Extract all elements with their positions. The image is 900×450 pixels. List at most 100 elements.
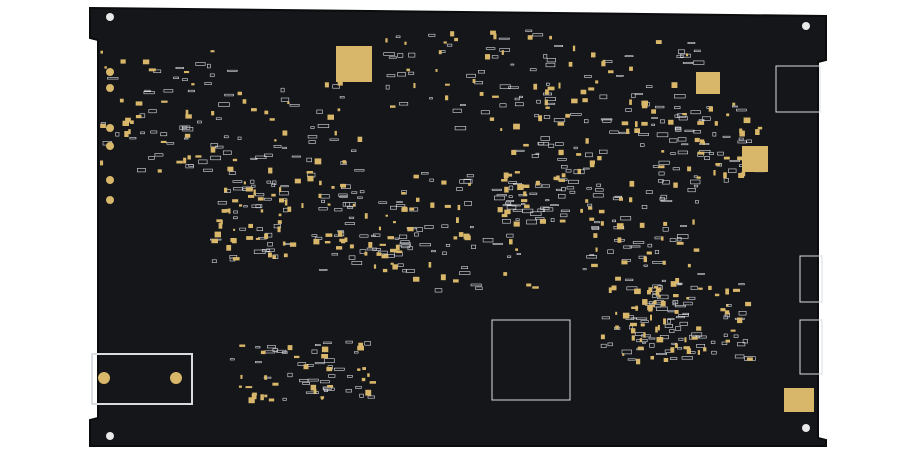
silkscreen-mark — [395, 35, 401, 38]
gold-pad — [660, 300, 666, 307]
gold-pad — [639, 338, 643, 342]
silkscreen-mark — [464, 201, 473, 206]
silkscreen-mark — [647, 243, 653, 248]
gold-pad — [294, 355, 300, 359]
gold-pad — [652, 304, 655, 307]
gold-pad — [732, 102, 736, 106]
silkscreen-mark — [256, 227, 263, 231]
gold-pad — [532, 286, 539, 289]
inductor-2 — [742, 146, 768, 172]
silkscreen-mark — [385, 84, 390, 90]
gold-pad — [697, 151, 705, 155]
gold-pad — [558, 82, 561, 89]
silkscreen-mark — [514, 97, 520, 101]
gold-pad — [631, 306, 639, 309]
gold-pad — [187, 155, 191, 160]
gold-pad — [413, 174, 419, 179]
gold-pad — [283, 253, 288, 258]
silkscreen-mark — [237, 136, 242, 140]
gold-pad — [245, 187, 253, 192]
silkscreen-mark — [693, 49, 701, 52]
silkscreen-mark — [545, 82, 550, 86]
gold-pad — [629, 197, 633, 203]
silkscreen-mark — [255, 204, 263, 209]
gold-pad — [214, 231, 221, 238]
silkscreen-mark — [553, 118, 566, 123]
silkscreen-mark — [207, 63, 211, 69]
silkscreen-mark — [264, 197, 272, 201]
gold-pad — [100, 124, 106, 128]
gold-pad — [585, 199, 589, 203]
corner-pad — [784, 388, 814, 412]
gold-pad — [501, 213, 508, 218]
silkscreen-mark — [223, 135, 229, 139]
connector-pin — [106, 176, 114, 184]
silkscreen-mark — [667, 318, 675, 320]
silkscreen-mark — [215, 117, 222, 120]
gold-pad — [479, 92, 484, 96]
silkscreen-mark — [669, 329, 675, 333]
silkscreen-mark — [475, 286, 483, 290]
gold-pad — [576, 153, 582, 156]
silkscreen-mark — [541, 184, 550, 188]
silkscreen-mark — [419, 243, 431, 247]
silkscreen-mark — [209, 73, 215, 77]
gold-pad — [395, 244, 400, 251]
gold-pad — [523, 191, 527, 197]
gold-pad — [635, 121, 638, 128]
silkscreen-mark — [407, 246, 413, 251]
silkscreen-mark — [338, 193, 348, 197]
silkscreen-mark — [466, 73, 476, 78]
silkscreen-mark — [397, 263, 404, 267]
silkscreen-mark — [502, 219, 511, 224]
gold-pad — [630, 322, 637, 327]
silkscreen-mark — [421, 172, 429, 175]
mounting-hole — [106, 13, 114, 21]
gold-pad — [240, 374, 243, 379]
gold-pad — [318, 193, 322, 198]
silkscreen-mark — [287, 372, 293, 378]
silkscreen-mark — [306, 157, 312, 163]
gold-pad — [313, 238, 320, 245]
silkscreen-mark — [429, 97, 433, 100]
gold-pad — [589, 217, 595, 221]
gold-pad — [708, 106, 713, 112]
gold-pad — [684, 337, 687, 343]
gold-pad — [472, 79, 476, 83]
silkscreen-mark — [583, 167, 590, 170]
silkscreen-mark — [584, 152, 593, 158]
gold-pad — [289, 242, 297, 247]
gold-pad — [580, 208, 583, 213]
gold-pad — [279, 198, 285, 203]
silkscreen-mark — [508, 181, 517, 184]
gold-pad — [210, 50, 215, 53]
gold-pad — [631, 335, 635, 341]
gold-pad — [211, 111, 215, 116]
silkscreen-mark — [678, 116, 688, 121]
gold-pad — [260, 350, 266, 355]
silkscreen-mark — [651, 117, 658, 119]
connector-pin — [106, 142, 114, 150]
silkscreen-mark — [687, 188, 696, 193]
gold-pad — [588, 206, 593, 210]
gold-pad — [221, 209, 227, 213]
silkscreen-mark — [518, 95, 523, 98]
gold-pad — [746, 357, 753, 361]
silkscreen-mark — [704, 156, 711, 160]
gold-pad — [708, 285, 712, 290]
gold-pad — [271, 193, 276, 197]
gold-pad — [595, 247, 598, 252]
silkscreen-mark — [348, 216, 355, 219]
silkscreen-mark — [250, 157, 258, 160]
silkscreen-mark — [383, 52, 395, 56]
gold-pad — [654, 286, 658, 289]
silkscreen-mark — [452, 108, 462, 113]
silkscreen-mark — [492, 243, 503, 245]
silkscreen-mark — [600, 343, 607, 348]
gold-pad — [255, 237, 260, 240]
gold-pad — [513, 123, 520, 130]
silkscreen-mark — [255, 361, 262, 364]
gold-pad — [232, 199, 239, 203]
silkscreen-mark — [661, 279, 666, 283]
silkscreen-mark — [680, 53, 691, 58]
